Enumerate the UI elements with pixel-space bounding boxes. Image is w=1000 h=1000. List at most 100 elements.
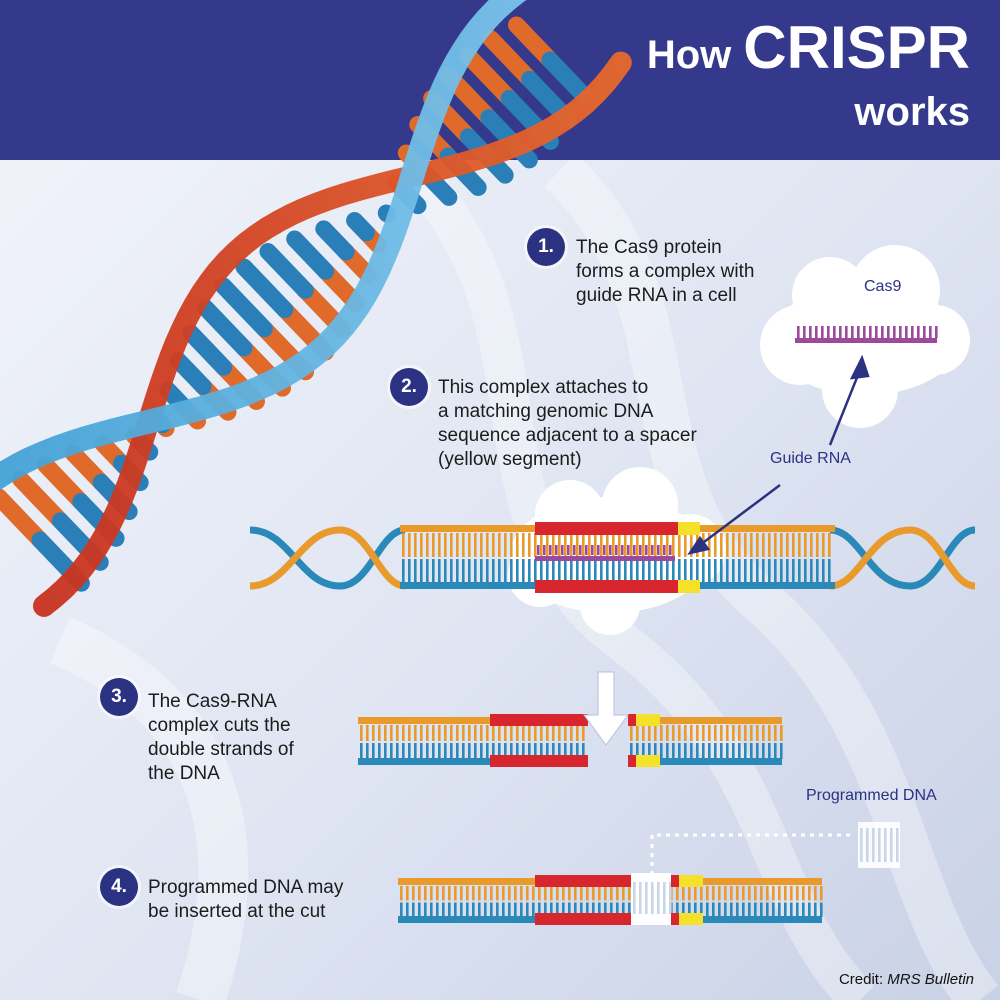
base-tooth-top bbox=[502, 886, 505, 901]
spacer-bottom bbox=[679, 913, 703, 925]
base-tooth-top bbox=[450, 725, 453, 741]
base-tooth-top bbox=[438, 533, 441, 557]
cas9-block-bottom bbox=[535, 913, 631, 925]
base-tooth-top bbox=[420, 533, 423, 557]
base-tooth-top bbox=[516, 725, 519, 741]
base-tooth-bottom bbox=[448, 902, 451, 917]
step-2-text: This complex attaches to a matching geno… bbox=[438, 376, 697, 472]
base-tooth-bottom bbox=[792, 559, 795, 583]
spacer-top bbox=[636, 714, 660, 726]
credit-prefix: Credit: bbox=[838, 971, 888, 988]
base-tooth-bottom bbox=[498, 559, 501, 583]
base-tooth-top bbox=[504, 533, 507, 557]
strand-bottom bbox=[628, 758, 782, 765]
step-4-line: be inserted at the cut bbox=[148, 901, 326, 922]
guide-rna-tooth bbox=[851, 326, 854, 338]
helix-rung-orange bbox=[482, 30, 539, 88]
twist-right-orange bbox=[829, 526, 976, 590]
base-tooth-bottom bbox=[454, 902, 457, 917]
base-tooth-bottom bbox=[796, 902, 799, 917]
guide-rna-backbone bbox=[795, 338, 937, 343]
step-2-line: a matching genomic DNA bbox=[438, 401, 654, 422]
base-tooth-top bbox=[672, 725, 675, 741]
base-tooth-top bbox=[472, 886, 475, 901]
base-tooth-bottom bbox=[730, 902, 733, 917]
base-tooth-top bbox=[402, 725, 405, 741]
base-tooth-top bbox=[762, 533, 765, 557]
cas9-label: Cas9 bbox=[864, 278, 902, 295]
base-tooth-top bbox=[700, 886, 703, 901]
base-tooth-bottom bbox=[570, 743, 573, 759]
base-tooth-bottom bbox=[592, 902, 595, 917]
base-tooth-bottom bbox=[738, 743, 741, 759]
base-tooth-bottom bbox=[766, 902, 769, 917]
base-tooth-bottom bbox=[444, 559, 447, 583]
base-tooth-bottom bbox=[558, 559, 561, 583]
step-2-line: This complex attaches to bbox=[438, 377, 649, 398]
base-tooth-bottom bbox=[726, 743, 729, 759]
title-second-line: works bbox=[854, 90, 970, 134]
base-tooth-top bbox=[790, 886, 793, 901]
base-tooth-bottom bbox=[522, 559, 525, 583]
base-tooth-top bbox=[784, 886, 787, 901]
base-tooth-bottom bbox=[496, 902, 499, 917]
base-tooth-top bbox=[682, 886, 685, 901]
base-tooth-bottom bbox=[690, 559, 693, 583]
base-tooth-top bbox=[598, 886, 601, 901]
base-tooth-bottom bbox=[762, 559, 765, 583]
base-tooth-bottom bbox=[660, 559, 663, 583]
base-tooth-bottom bbox=[436, 902, 439, 917]
base-tooth-top bbox=[552, 725, 555, 741]
step-1-text: The Cas9 protein forms a complex with gu… bbox=[576, 236, 754, 308]
base-tooth-top bbox=[822, 533, 825, 557]
base-tooth-top bbox=[474, 725, 477, 741]
guide-rna-tooth bbox=[809, 326, 812, 338]
base-tooth-top bbox=[406, 886, 409, 901]
base-tooth-top bbox=[814, 886, 817, 901]
base-tooth-bottom bbox=[544, 902, 547, 917]
insert-tooth bbox=[860, 828, 863, 862]
base-tooth-bottom bbox=[480, 743, 483, 759]
base-tooth-bottom bbox=[474, 743, 477, 759]
base-tooth-bottom bbox=[768, 559, 771, 583]
base-tooth-bottom bbox=[528, 743, 531, 759]
base-tooth-top bbox=[678, 533, 681, 557]
base-tooth-bottom bbox=[522, 743, 525, 759]
base-tooth-top bbox=[420, 725, 423, 741]
base-tooth-bottom bbox=[538, 902, 541, 917]
base-tooth-bottom bbox=[420, 743, 423, 759]
guide-rna-tooth bbox=[663, 545, 666, 555]
step-1-line: The Cas9 protein bbox=[576, 237, 722, 258]
base-tooth-bottom bbox=[684, 559, 687, 583]
base-tooth-bottom bbox=[694, 902, 697, 917]
base-tooth-bottom bbox=[756, 559, 759, 583]
strand-top bbox=[628, 717, 782, 724]
base-tooth-bottom bbox=[804, 559, 807, 583]
base-tooth-bottom bbox=[360, 743, 363, 759]
base-tooth-top bbox=[534, 725, 537, 741]
base-tooth-bottom bbox=[378, 743, 381, 759]
base-tooth-top bbox=[604, 886, 607, 901]
title-prefix: How bbox=[646, 33, 732, 77]
base-tooth-top bbox=[718, 886, 721, 901]
base-tooth-top bbox=[528, 533, 531, 557]
base-tooth-bottom bbox=[604, 902, 607, 917]
base-tooth-bottom bbox=[586, 902, 589, 917]
cas9-block-bottom-right bbox=[628, 755, 636, 767]
base-tooth-bottom bbox=[426, 559, 429, 583]
base-tooth-bottom bbox=[460, 902, 463, 917]
base-tooth-bottom bbox=[702, 559, 705, 583]
step-3-line: double strands of bbox=[148, 739, 294, 760]
base-tooth-top bbox=[450, 533, 453, 557]
base-tooth-top bbox=[676, 886, 679, 901]
helix-rung-blue bbox=[346, 211, 375, 242]
credit-line: Credit: MRS Bulletin bbox=[839, 971, 974, 988]
base-tooth-top bbox=[816, 533, 819, 557]
base-tooth-top bbox=[768, 725, 771, 741]
base-tooth-top bbox=[660, 533, 663, 557]
base-tooth-top bbox=[520, 886, 523, 901]
base-tooth-top bbox=[802, 886, 805, 901]
base-tooth-bottom bbox=[484, 902, 487, 917]
